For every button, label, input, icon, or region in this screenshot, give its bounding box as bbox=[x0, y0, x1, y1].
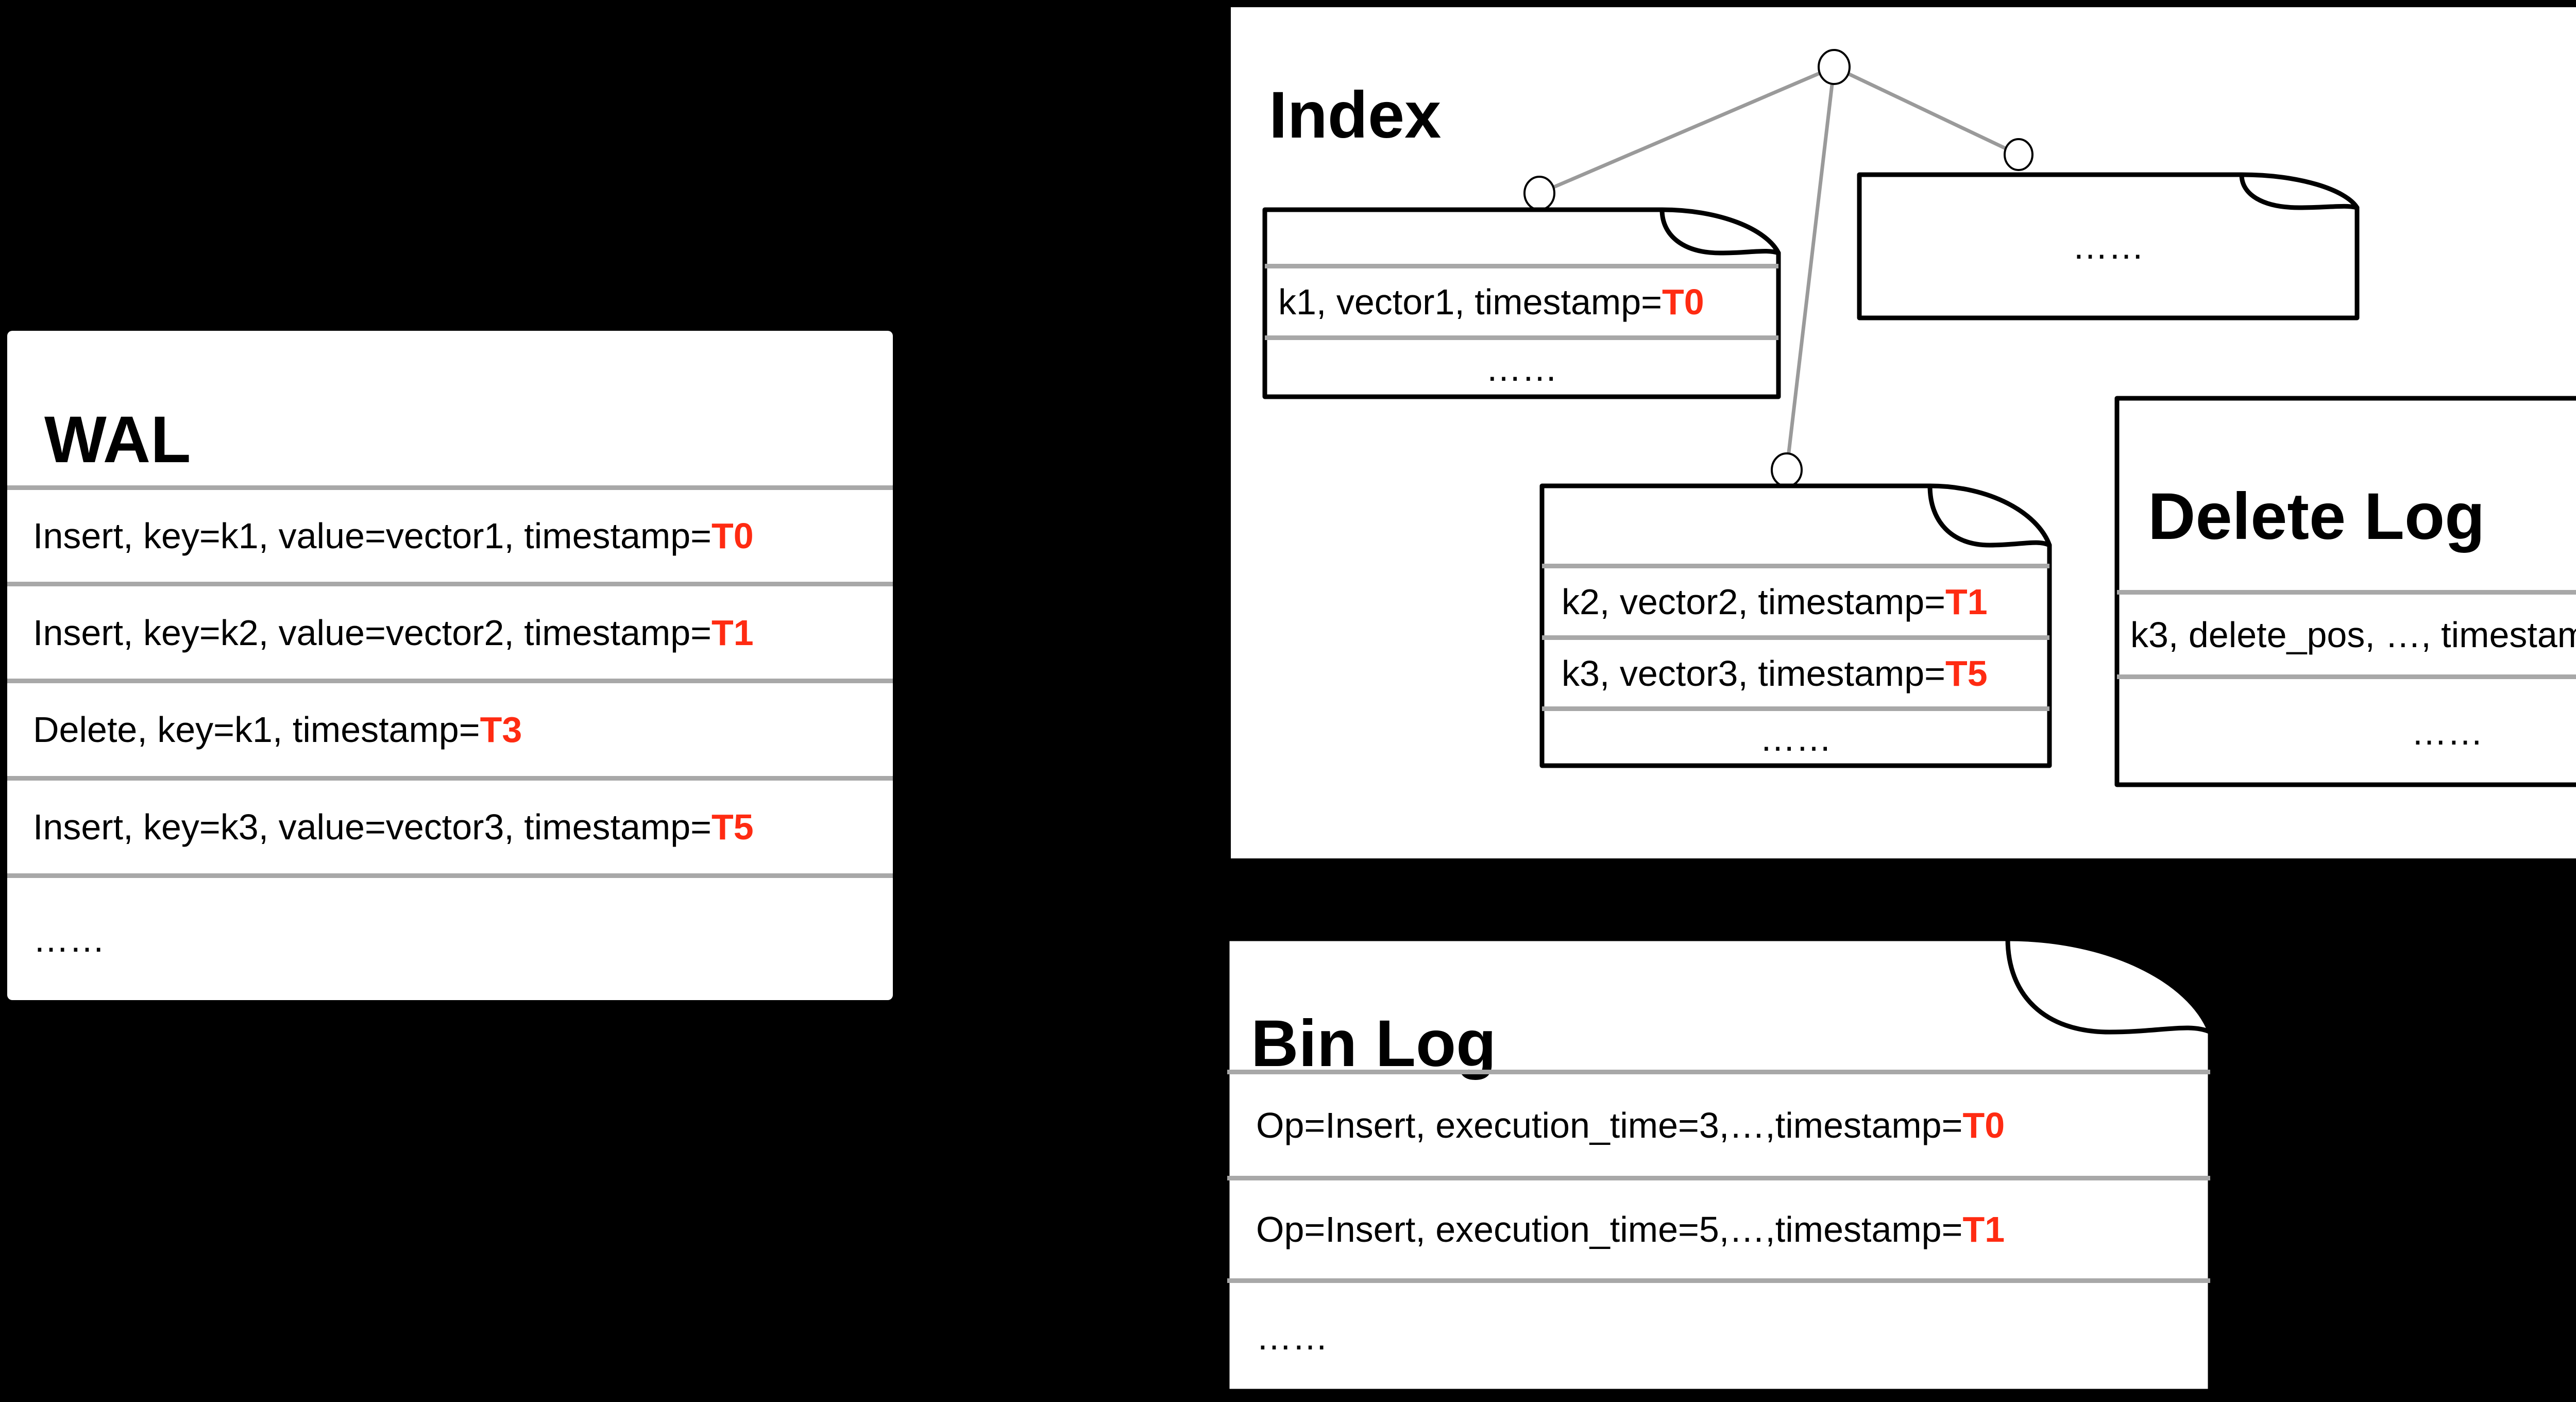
bin-log-row: Op=Insert, execution_time=5,…,timestamp=… bbox=[1227, 1180, 2210, 1278]
segment-row-text: k3, vector3, timestamp= bbox=[1562, 653, 1946, 694]
segment-row: k2, vector2, timestamp=T1 bbox=[1542, 568, 2049, 635]
wal-row: Insert, key=k3, value=vector3, timestamp… bbox=[7, 781, 893, 873]
segment-more-row: …… bbox=[1542, 711, 2049, 766]
bin-log-row-text: Op=Insert, execution_time=5,…,timestamp= bbox=[1256, 1209, 1963, 1249]
wal-row-timestamp: T5 bbox=[711, 807, 754, 847]
bin-log-separator bbox=[1227, 1176, 2210, 1180]
segment-row: k1, vector1, timestamp=T0 bbox=[1265, 268, 1778, 335]
segment-row-text: k2, vector2, timestamp= bbox=[1562, 582, 1946, 622]
wal-separator bbox=[7, 679, 893, 683]
ellipsis-text: …… bbox=[1759, 718, 1832, 758]
bin-log-title: Bin Log bbox=[1251, 1007, 1497, 1081]
tree-right-node-icon bbox=[2004, 138, 2033, 171]
document-outline bbox=[1857, 172, 2360, 320]
ellipsis-text: …… bbox=[2411, 712, 2483, 752]
index-right-segment-file: …… bbox=[1857, 172, 2360, 320]
wal-separator bbox=[7, 776, 893, 781]
segment-separator bbox=[1542, 564, 2049, 568]
segment-more-row: …… bbox=[1265, 340, 1778, 397]
tree-middle-node-icon bbox=[1771, 452, 1803, 487]
wal-separator bbox=[7, 485, 893, 490]
bin-log-row-timestamp: T0 bbox=[1962, 1105, 2005, 1145]
delete-log-file: Delete Log k3, delete_pos, …, timestamp=… bbox=[2114, 396, 2576, 787]
document-icon bbox=[1262, 207, 1781, 399]
document-folded-corner bbox=[1927, 483, 2052, 548]
segment-separator bbox=[1265, 264, 1778, 268]
delete-log-row: k3, delete_pos, …, timestamp=T3 bbox=[2117, 595, 2576, 674]
segment-row-timestamp: T5 bbox=[1945, 653, 1988, 694]
bin-log-more-row: …… bbox=[1227, 1283, 2210, 1391]
tree-edge bbox=[1785, 66, 1836, 470]
delete-log-separator bbox=[2117, 674, 2576, 679]
ellipsis-text: …… bbox=[1485, 348, 1558, 388]
delete-log-row-text: k3, delete_pos, …, timestamp= bbox=[2130, 614, 2576, 655]
document-folded-corner bbox=[2239, 172, 2360, 210]
wal-row-timestamp: T1 bbox=[711, 612, 754, 653]
segment-more-row: …… bbox=[1859, 175, 2357, 318]
delete-log-more-row: …… bbox=[2117, 679, 2576, 785]
wal-row-text: Insert, key=k2, value=vector2, timestamp… bbox=[33, 612, 712, 653]
tree-edge bbox=[1538, 65, 1835, 195]
document-folded-corner bbox=[1659, 207, 1781, 256]
delete-log-separator bbox=[2117, 590, 2576, 595]
wal-panel: WAL Insert, key=k1, value=vector1, times… bbox=[7, 331, 893, 1000]
wal-title: WAL bbox=[44, 403, 191, 477]
wal-row-text: Insert, key=k1, value=vector1, timestamp… bbox=[33, 516, 712, 556]
tree-left-node-icon bbox=[1523, 176, 1555, 211]
wal-row-timestamp: T3 bbox=[480, 710, 522, 750]
bin-log-row-text: Op=Insert, execution_time=3,…,timestamp= bbox=[1256, 1105, 1963, 1145]
segment-separator bbox=[1265, 335, 1778, 340]
ellipsis-text: …… bbox=[2072, 226, 2144, 266]
document-icon bbox=[1225, 936, 2213, 1394]
document-icon bbox=[1539, 483, 2052, 768]
segment-row-timestamp: T0 bbox=[1662, 282, 1704, 322]
ellipsis-text: …… bbox=[1256, 1317, 1328, 1357]
segment-row: k3, vector3, timestamp=T5 bbox=[1542, 640, 2049, 706]
segment-separator bbox=[1542, 706, 2049, 711]
wal-more-row: …… bbox=[7, 878, 893, 1000]
segment-separator bbox=[1542, 635, 2049, 640]
index-panel: Index k1, vector1, timestamp=T0 …… bbox=[1231, 7, 2576, 858]
wal-row: Delete, key=k1, timestamp=T3 bbox=[7, 683, 893, 776]
document-icon bbox=[1857, 172, 2360, 320]
wal-separator bbox=[7, 873, 893, 878]
wal-row-timestamp: T0 bbox=[711, 516, 754, 556]
document-folded-corner bbox=[2005, 936, 2213, 1035]
bin-log-row: Op=Insert, execution_time=3,…,timestamp=… bbox=[1227, 1074, 2210, 1176]
index-tree bbox=[1523, 49, 2033, 487]
segment-row-timestamp: T1 bbox=[1945, 582, 1988, 622]
bin-log-separator bbox=[1227, 1070, 2210, 1074]
tree-root-node-icon bbox=[1818, 49, 1851, 85]
wal-row: Insert, key=k2, value=vector2, timestamp… bbox=[7, 586, 893, 679]
wal-separator bbox=[7, 582, 893, 586]
document-outline bbox=[1262, 207, 1781, 399]
index-left-segment-file: k1, vector1, timestamp=T0 …… bbox=[1262, 207, 1781, 399]
segment-row-text: k1, vector1, timestamp= bbox=[1278, 282, 1663, 322]
bin-log-separator bbox=[1227, 1278, 2210, 1283]
bin-log-row-timestamp: T1 bbox=[1962, 1209, 2005, 1249]
index-title: Index bbox=[1269, 78, 1442, 153]
bin-log-file: Bin Log Op=Insert, execution_time=3,…,ti… bbox=[1225, 936, 2213, 1394]
ellipsis-text: …… bbox=[33, 919, 105, 959]
delete-log-title: Delete Log bbox=[2148, 480, 2485, 554]
wal-row-text: Delete, key=k1, timestamp= bbox=[33, 710, 480, 750]
tree-edge bbox=[1833, 65, 2020, 157]
wal-row: Insert, key=k1, value=vector1, timestamp… bbox=[7, 490, 893, 582]
wal-row-text: Insert, key=k3, value=vector3, timestamp… bbox=[33, 807, 712, 847]
index-middle-segment-file: k2, vector2, timestamp=T1 k3, vector3, t… bbox=[1539, 483, 2052, 768]
